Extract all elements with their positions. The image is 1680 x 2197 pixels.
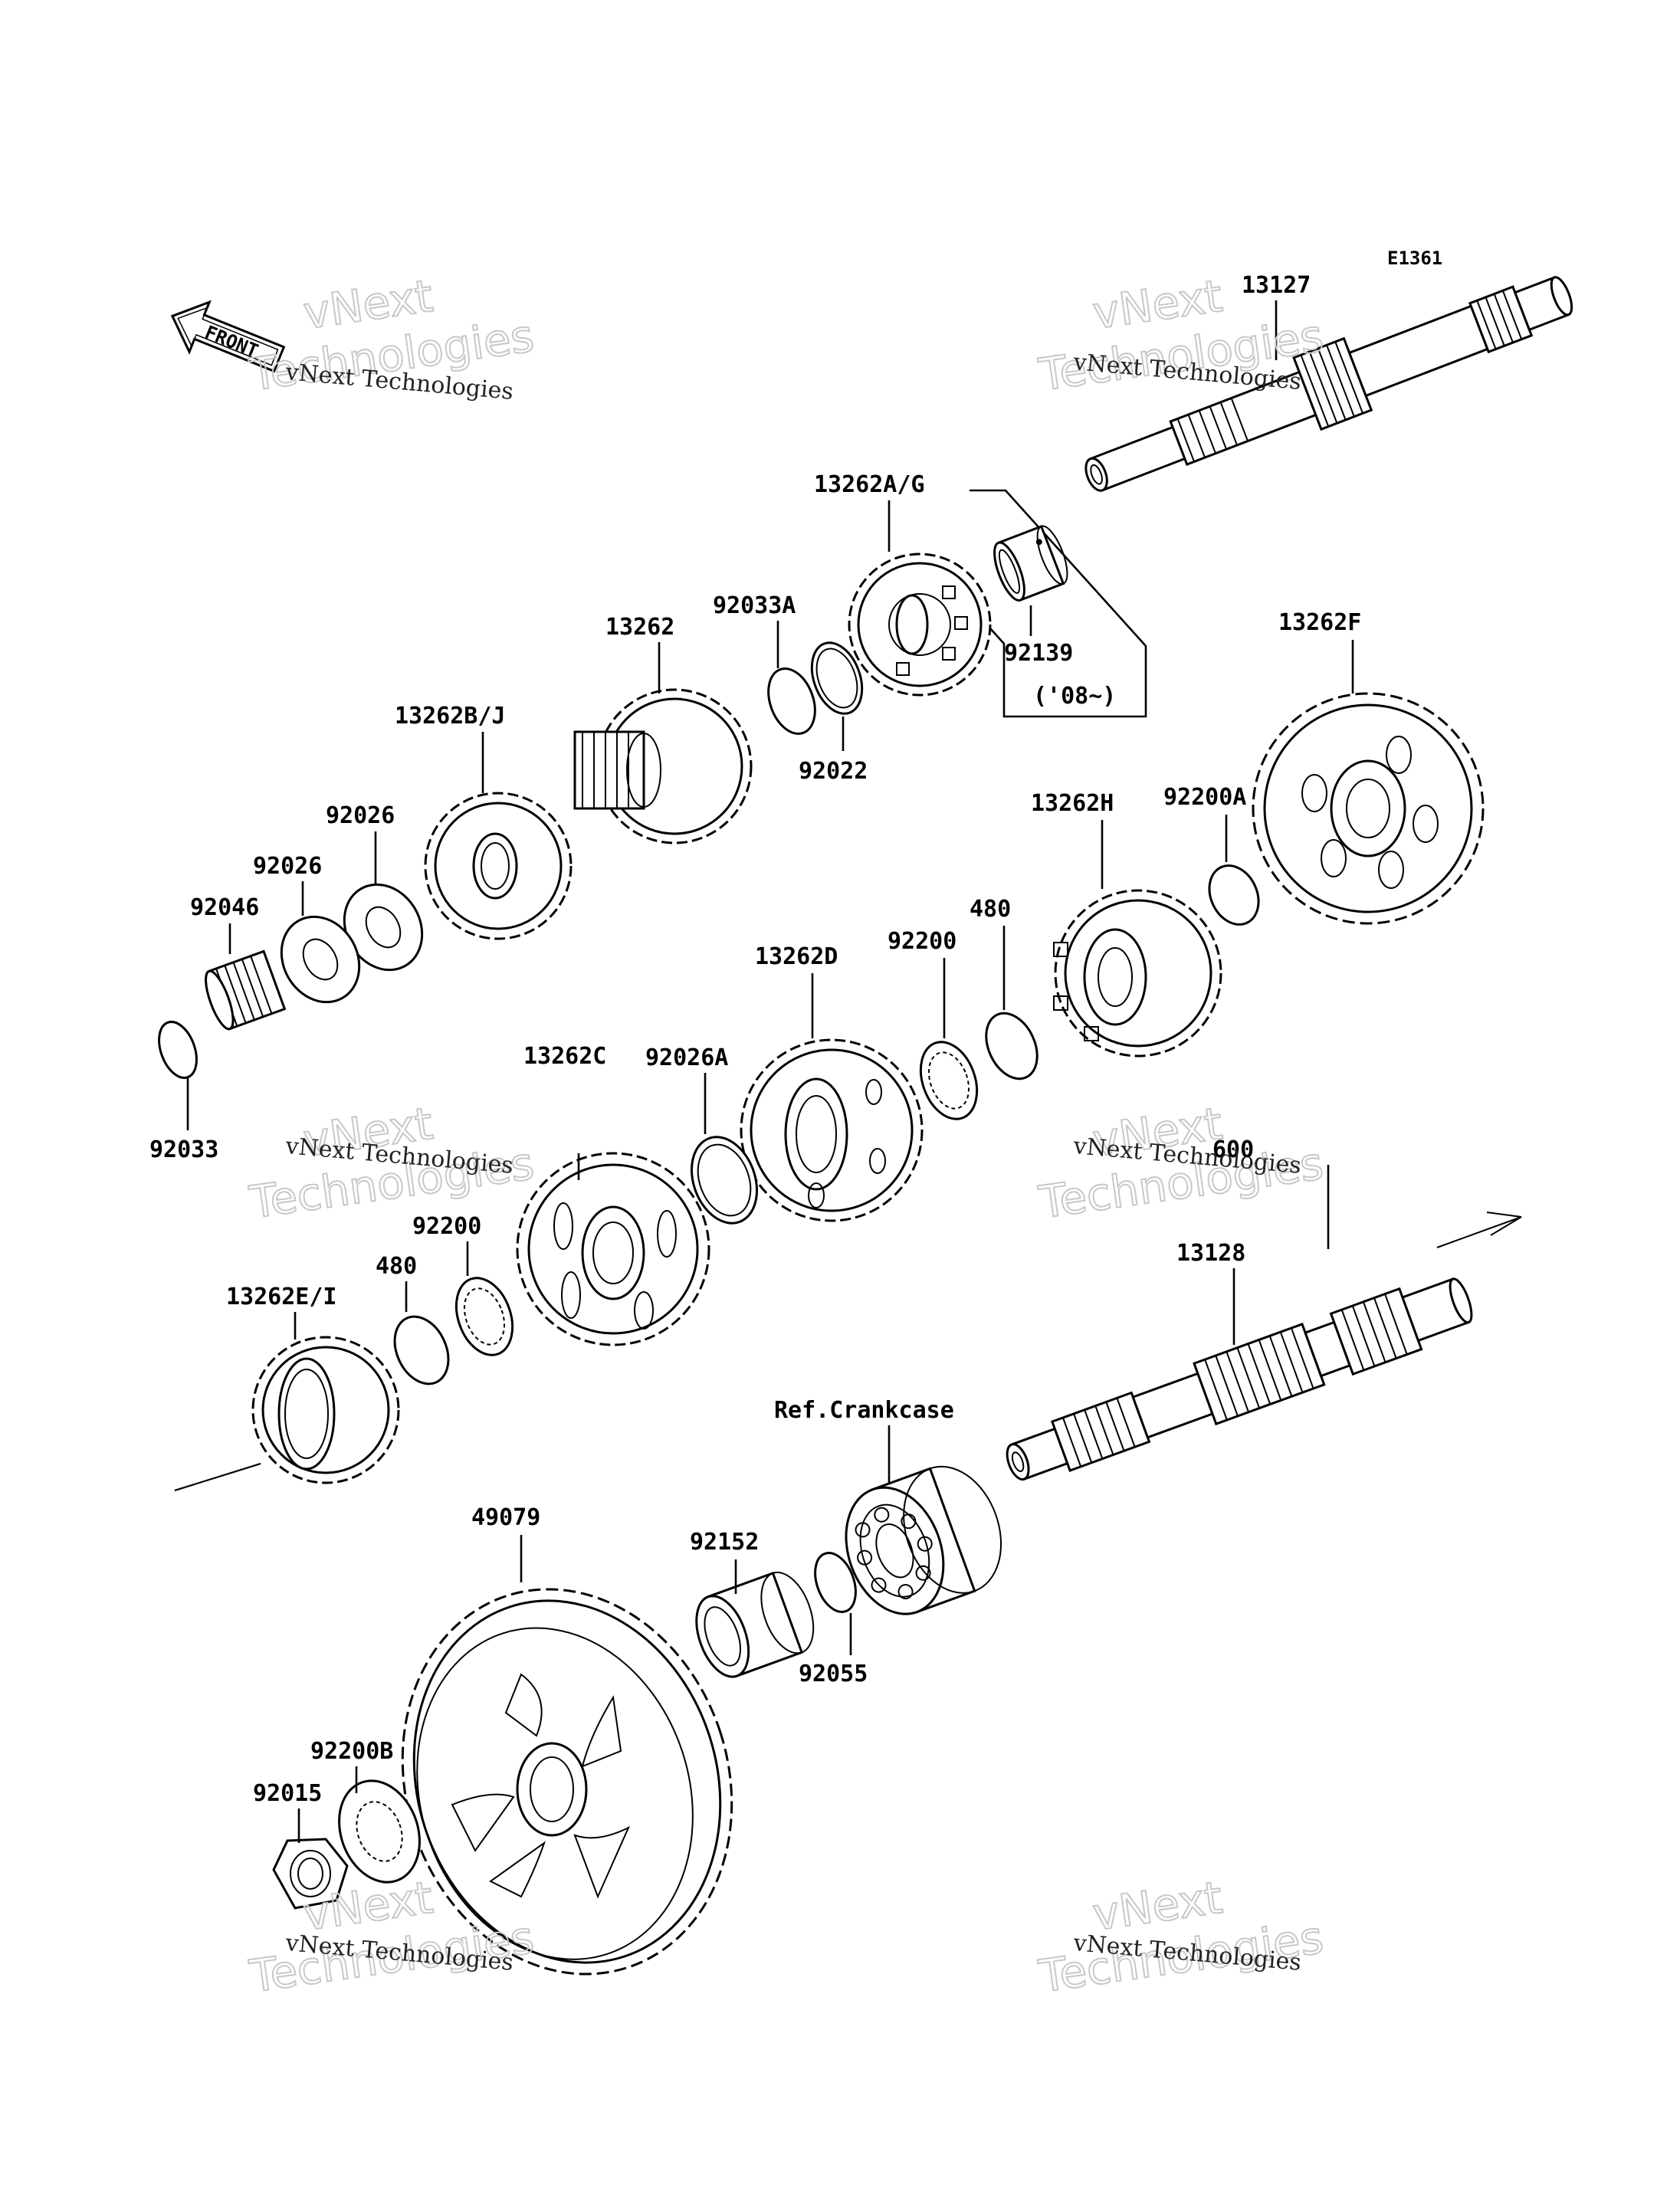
label-92026A: 92026A	[645, 1044, 728, 1071]
label-92200-b: 92200	[412, 1213, 481, 1240]
shaft-13127	[1084, 276, 1573, 492]
gear-49079	[401, 1588, 733, 1976]
axis-line-right	[1436, 1216, 1522, 1248]
label-13262AG: 13262A/G	[814, 471, 925, 498]
label-92015: 92015	[253, 1780, 322, 1807]
shaft-13128	[1006, 1277, 1473, 1481]
label-92026-b: 92026	[326, 802, 395, 829]
label-13262D: 13262D	[755, 943, 838, 970]
label-600: 600	[1212, 1136, 1254, 1163]
label-08: ('08~)	[1033, 683, 1116, 710]
label-92033: 92033	[149, 1136, 218, 1163]
label-92055: 92055	[799, 1661, 868, 1687]
bearing-crankcase	[845, 1465, 1002, 1615]
label-13128: 13128	[1176, 1240, 1245, 1267]
label-13262: 13262	[605, 614, 674, 641]
label-92200-a: 92200	[888, 928, 956, 955]
label-92139: 92139	[1004, 640, 1073, 667]
circlip-480-b	[393, 1315, 450, 1385]
bracket-92139	[969, 489, 1147, 718]
label-13262EI: 13262E/I	[226, 1284, 337, 1310]
watermark-bottom-right: vNext Technologies	[1035, 1871, 1327, 2004]
label-92152: 92152	[690, 1529, 759, 1556]
collar-92152	[695, 1571, 815, 1678]
label-13262C: 13262C	[523, 1043, 606, 1070]
circlip-92200A	[1208, 864, 1260, 926]
diagram-id: E1361	[1387, 248, 1442, 269]
label-92200B: 92200B	[310, 1738, 393, 1765]
label-ref-crankcase: Ref.Crankcase	[774, 1397, 954, 1424]
circlip-92200-a	[919, 1041, 979, 1120]
label-13127: 13127	[1242, 272, 1311, 299]
gear-13262AG	[848, 553, 992, 697]
washer-92200B	[338, 1779, 421, 1884]
gear-13262C	[516, 1152, 710, 1346]
circlip-480-a	[985, 1012, 1039, 1080]
leader-lines	[186, 300, 1354, 1843]
gear-13262F	[1252, 692, 1485, 925]
gear-13262	[573, 688, 753, 844]
part-labels: 13127 13262A/G 92139 ('08~) 92033A 92022…	[149, 272, 1361, 1807]
label-13262BJ: 13262B/J	[395, 703, 506, 730]
label-480-b: 480	[376, 1253, 417, 1280]
label-480-a: 480	[970, 896, 1011, 923]
circlip-92200-b	[454, 1277, 514, 1356]
washer-92022	[810, 641, 864, 715]
circlip-92033	[158, 1021, 198, 1079]
label-92026-a: 92026	[253, 853, 322, 880]
label-13262F: 13262F	[1278, 609, 1361, 636]
label-49079: 49079	[471, 1504, 540, 1531]
gear-13262EI	[251, 1336, 400, 1484]
label-92022: 92022	[799, 758, 868, 785]
bearing-92046	[205, 949, 287, 1031]
label-92200A: 92200A	[1163, 784, 1246, 811]
label-13262H: 13262H	[1031, 790, 1114, 817]
gear-13262BJ	[424, 792, 573, 940]
nut-92015	[272, 1838, 349, 1910]
gear-13262D	[740, 1038, 924, 1222]
label-92046: 92046	[190, 894, 259, 921]
oring-92055	[814, 1552, 857, 1613]
label-92033A: 92033A	[713, 592, 796, 619]
circlip-92033A	[767, 667, 816, 735]
gear-13262H	[1053, 889, 1222, 1058]
washer-92026-a	[280, 915, 361, 1004]
